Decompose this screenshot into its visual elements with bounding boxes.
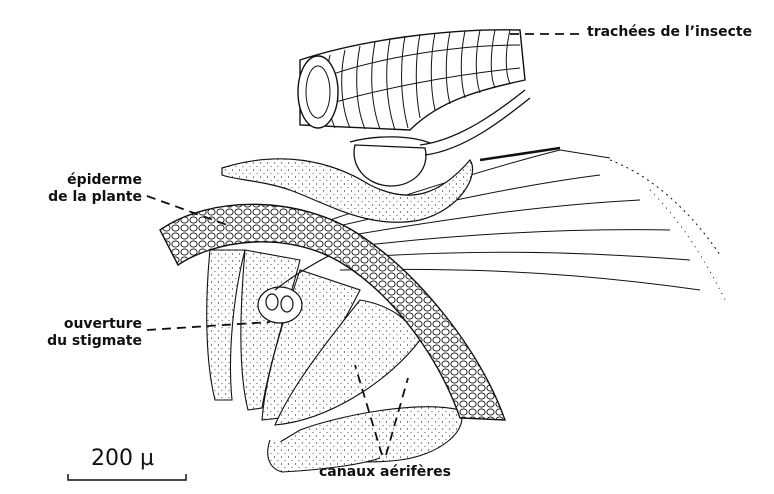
label-opening: ouverture du stigmate	[28, 316, 142, 350]
scale-bar-label: 200 µ	[91, 446, 154, 471]
label-opening-line1: ouverture	[28, 316, 142, 333]
label-epidermis: épiderme de la plante	[30, 172, 142, 206]
label-canals: canaux aérifères	[300, 464, 470, 481]
label-epidermis-line1: épiderme	[30, 172, 142, 189]
label-opening-line2: du stigmate	[28, 333, 142, 350]
scale-bar	[68, 474, 186, 480]
label-epidermis-line2: de la plante	[30, 189, 142, 206]
label-tracheae: trachées de l’insecte	[587, 24, 752, 41]
air-canals	[207, 250, 462, 472]
